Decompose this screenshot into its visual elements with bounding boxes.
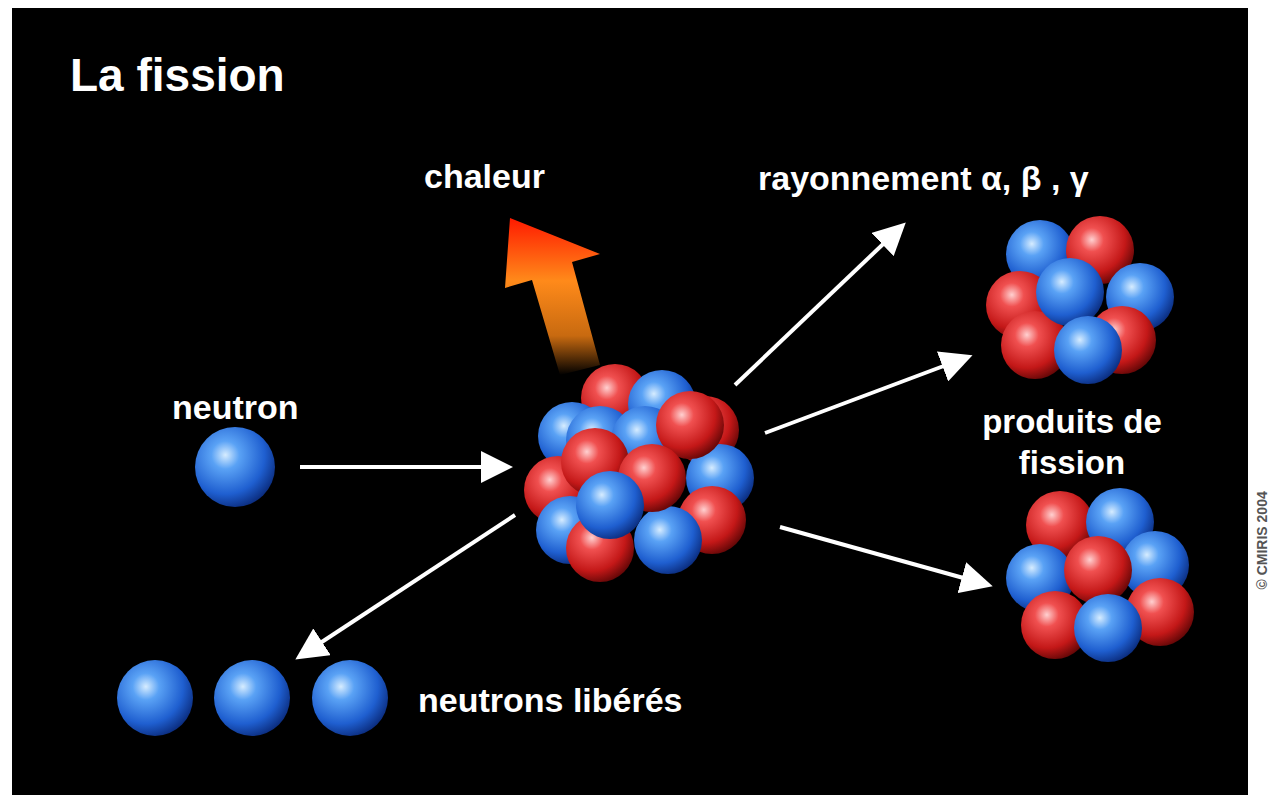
- fission-product: [986, 216, 1174, 384]
- neutron-label: neutron: [172, 387, 299, 428]
- neutron-ball: [195, 427, 275, 507]
- copyright-watermark: © CMIRIS 2004: [1254, 491, 1271, 589]
- fission-products-label: produits de fission: [972, 401, 1172, 484]
- background: [12, 8, 1248, 795]
- radiation-label: rayonnement α, β , γ: [758, 158, 1089, 199]
- nucleus: [524, 364, 754, 582]
- released-neutrons: [117, 660, 388, 736]
- arrows: [300, 228, 985, 655]
- heat-arrow: [505, 218, 600, 375]
- fission-product: [1006, 488, 1194, 662]
- released-neutrons-label: neutrons libérés: [418, 680, 683, 721]
- diagram-title: La fission: [70, 48, 285, 103]
- heat-label: chaleur: [424, 156, 545, 197]
